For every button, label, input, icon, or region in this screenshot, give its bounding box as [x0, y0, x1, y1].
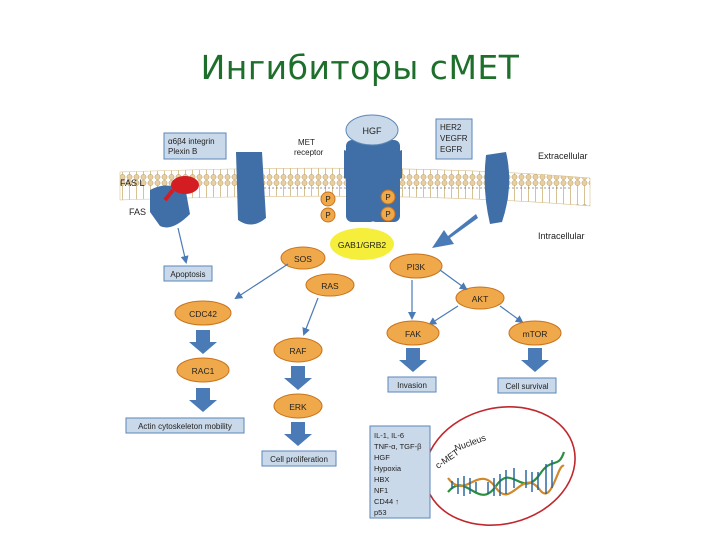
rac1-to-actin-arrow	[189, 388, 217, 412]
rac1-node	[176, 357, 230, 383]
raf-label: RAF	[290, 346, 307, 356]
factor-2: TNF-α, TGF-β	[374, 442, 422, 451]
ras-node	[305, 273, 355, 297]
phosphate-group-3: P	[380, 189, 396, 205]
fas-receptor-shape	[150, 185, 190, 228]
fak-node	[386, 320, 440, 346]
cmet-label: c-MET	[433, 447, 461, 471]
invasion-box	[387, 376, 437, 393]
her2-receptor-shape	[484, 152, 510, 224]
svg-text:P: P	[385, 210, 390, 219]
phosphate-group-1: P	[320, 191, 336, 207]
pi3k-label: PI3K	[407, 262, 426, 272]
mtor-node	[508, 320, 562, 346]
gab-grb2-node	[330, 228, 394, 260]
fasl-ligand	[171, 176, 199, 194]
factor-6: NF1	[374, 486, 388, 495]
hgf-label: HGF	[363, 126, 383, 136]
actin-box	[125, 417, 245, 434]
pi3k-node	[389, 253, 443, 279]
intracellular-label: Intracellular	[538, 231, 585, 241]
integrin-box	[163, 132, 227, 160]
integrin-receptor-shape	[236, 152, 266, 225]
akt-node	[455, 286, 505, 310]
akt-label: AKT	[472, 294, 489, 304]
survival-label: Cell survival	[505, 382, 548, 391]
cdc42-label: CDC42	[189, 309, 217, 319]
svg-text:P: P	[325, 195, 330, 204]
sos-label: SOS	[294, 254, 312, 264]
svg-text:P: P	[385, 193, 390, 202]
sos-node	[280, 246, 326, 270]
met-receptor-label-2: receptor	[294, 148, 324, 157]
extracellular-label: Extracellular	[538, 151, 588, 161]
apoptosis-label: Apoptosis	[170, 270, 205, 279]
nucleus-label: Nucleus	[453, 432, 487, 453]
survival-box	[497, 377, 557, 394]
rac1-label: RAC1	[192, 366, 215, 376]
regulators-box	[369, 425, 431, 519]
slide-title: Ингибиторы сМЕТ	[200, 48, 520, 87]
mtor-label: mTOR	[523, 329, 548, 339]
phosphate-group-4: P	[380, 206, 396, 222]
fasl-label: FAS L	[120, 178, 145, 188]
fas-label: FAS	[129, 207, 146, 217]
fak-to-invasion-arrow	[399, 348, 427, 372]
factor-7: CD44 ↑	[374, 497, 399, 506]
integrin-label-1: α6β4 integrin	[168, 137, 215, 146]
hgf-ligand	[345, 114, 399, 146]
her2-box	[435, 118, 473, 160]
factor-4: Hypoxia	[374, 464, 402, 473]
erk-to-proliferation-arrow	[284, 422, 312, 446]
factor-1: IL-1, IL-6	[374, 431, 404, 440]
dna-helix-icon	[447, 451, 566, 496]
proliferation-box	[261, 450, 337, 467]
invasion-label: Invasion	[397, 381, 427, 390]
actin-label: Actin cytoskeleton mobility	[138, 422, 232, 431]
factor-5: HBX	[374, 475, 389, 484]
proliferation-label: Cell proliferation	[270, 455, 328, 464]
cdc42-node	[174, 300, 232, 326]
integrin-label-2: Plexin B	[168, 147, 197, 156]
met-receptor-label-1: MET	[298, 138, 315, 147]
raf-node	[273, 337, 323, 363]
her2-to-pi3k-arrow	[432, 214, 478, 248]
phosphate-group-2: P	[320, 207, 336, 223]
gab-label: GAB1/GRB2	[338, 240, 386, 250]
factor-8: p53	[374, 508, 387, 517]
her2-label-2: VEGFR	[440, 134, 468, 143]
ras-label: RAS	[321, 281, 339, 291]
raf-to-erk-arrow	[284, 366, 312, 390]
mtor-to-survival-arrow	[521, 348, 549, 372]
apoptosis-box	[163, 265, 213, 282]
cdc42-to-rac1-arrow	[189, 330, 217, 354]
erk-label: ERK	[289, 402, 307, 412]
svg-text:P: P	[325, 211, 330, 220]
her2-label-3: EGFR	[440, 145, 462, 154]
her2-label-1: HER2	[440, 123, 462, 132]
factor-3: HGF	[374, 453, 390, 462]
erk-node	[273, 393, 323, 419]
fak-label: FAK	[405, 329, 421, 339]
